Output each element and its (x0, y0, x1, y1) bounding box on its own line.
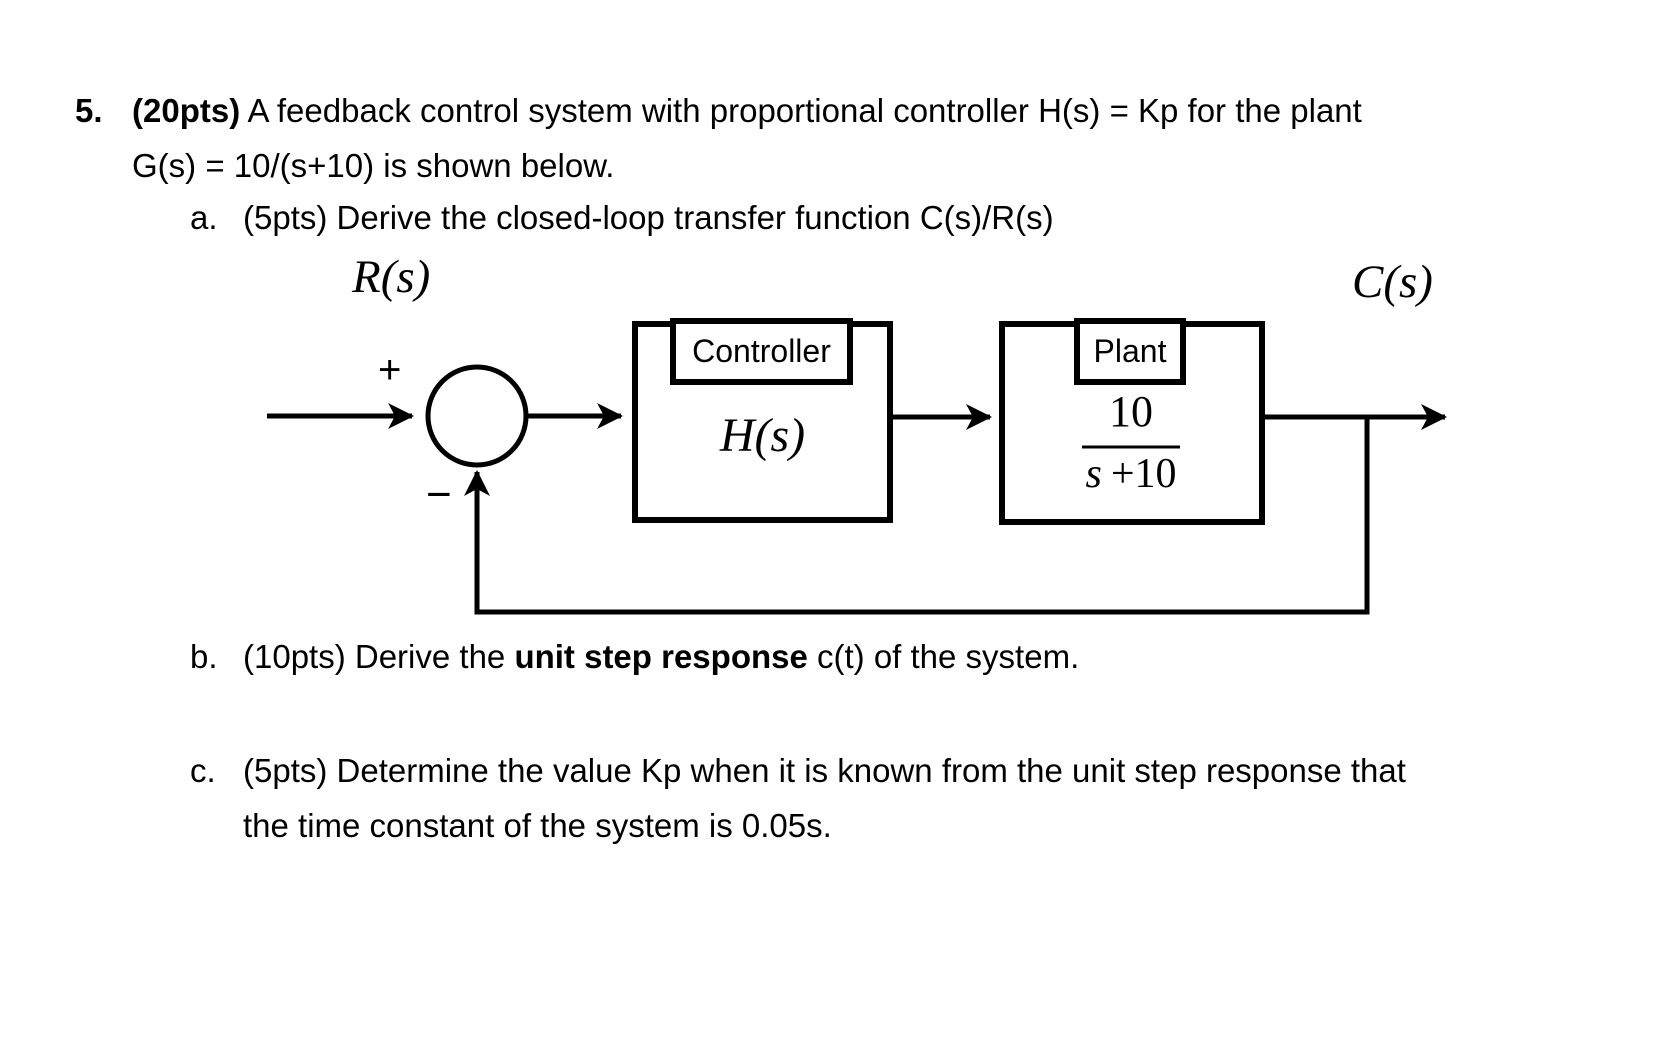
part-c-label: c. (190, 752, 216, 789)
part-b-text-pre: (10pts) Derive the (243, 638, 515, 675)
controller-title: Controller (692, 333, 831, 369)
input-signal-label: R(s) (352, 251, 431, 303)
feedback-path (464, 417, 1370, 615)
problem-intro-line2: G(s) = 10/(s+10) is shown below. (132, 147, 615, 184)
problem-intro-text: A feedback control system with proportio… (240, 92, 1362, 129)
plant-tf-denominator-var: s (1085, 451, 1102, 497)
part-b-text: (10pts) Derive the unit step response c(… (243, 636, 1079, 677)
part-a-label: a. (190, 199, 218, 236)
controller-transfer-function: H(s) (719, 409, 806, 462)
plant-title: Plant (1093, 333, 1167, 369)
problem-points: (20pts) (132, 92, 241, 129)
summing-junction (425, 364, 529, 468)
plant-label-box (1074, 318, 1186, 385)
plant-tf-denominator: s+10 (1072, 450, 1190, 498)
part-a-text: (5pts) Derive the closed-loop transfer f… (243, 199, 1054, 236)
problem-number: 5. (75, 92, 103, 129)
part-b-text-post: c(t) of the system. (807, 638, 1080, 675)
plant-tf-denominator-rest: +10 (1110, 451, 1177, 497)
output-signal-label: C(s) (1352, 256, 1433, 308)
sum-minus-sign: − (426, 470, 452, 519)
plant-tf-numerator: 10 (1109, 387, 1153, 436)
controller-label-box (670, 318, 853, 385)
part-b-label: b. (190, 638, 218, 675)
sum-plus-sign: + (378, 348, 402, 392)
part-c-line2: the time constant of the system is 0.05s… (243, 807, 832, 844)
part-c-line1: (5pts) Determine the value Kp when it is… (243, 752, 1406, 789)
problem-intro-line1: (20pts) A feedback control system with p… (132, 90, 1362, 131)
part-b-text-bold: unit step response (514, 638, 808, 675)
